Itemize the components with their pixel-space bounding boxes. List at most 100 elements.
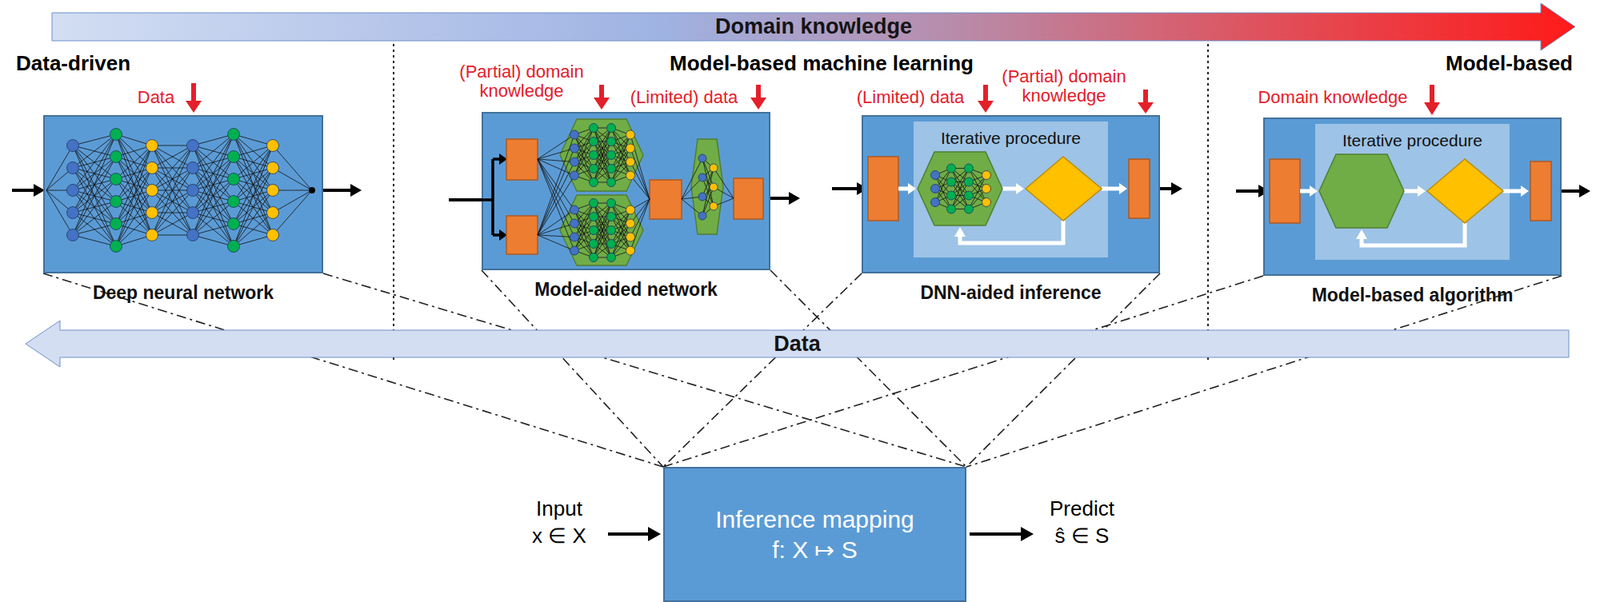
nn-neuron	[228, 173, 240, 186]
nn-neuron	[947, 164, 956, 173]
nn-link	[152, 168, 193, 236]
nn-link	[72, 201, 116, 236]
nn-link	[630, 135, 650, 200]
nn-neuron	[187, 162, 200, 175]
label-slot: (Limited) data	[620, 88, 748, 108]
nn-neuron	[570, 246, 580, 256]
nn-neuron	[964, 204, 974, 214]
flow-arrow	[1579, 184, 1591, 198]
iteration-area	[1315, 124, 1510, 260]
nn-neuron	[626, 157, 636, 167]
flow-arrow	[12, 188, 36, 192]
input-label: (Partial) domain knowledge	[992, 67, 1136, 106]
nn-neuron	[698, 173, 707, 182]
input-arrow-red	[750, 97, 767, 110]
flow-arrow	[1236, 189, 1260, 193]
iteration-box: Iterative procedure	[913, 121, 1108, 258]
nn-neuron	[570, 219, 580, 228]
nn-link	[192, 134, 234, 168]
nn-neuron	[110, 218, 123, 231]
nn-link	[72, 179, 116, 236]
nn-link	[192, 134, 234, 146]
nn-link	[233, 145, 273, 247]
nn-neuron	[110, 151, 123, 164]
nn-neuron	[982, 198, 992, 208]
nn-neuron	[267, 140, 280, 152]
nn-output	[308, 187, 316, 194]
mapping-connector	[663, 273, 862, 468]
label-slot: Data	[128, 88, 184, 108]
white-arrow	[898, 187, 910, 192]
nn-neuron	[267, 229, 280, 242]
model-block	[649, 180, 682, 220]
nn-link	[537, 148, 575, 236]
nn-link	[537, 159, 575, 238]
nn-neuron	[570, 157, 580, 167]
nn-neuron	[931, 184, 940, 194]
mapping-connector	[966, 276, 1562, 468]
nn-link	[537, 210, 575, 236]
label-slot: (Partial) domain knowledge	[441, 62, 602, 101]
nn-neuron	[626, 171, 636, 180]
nn-link	[192, 145, 234, 247]
model-block	[506, 139, 538, 180]
panel-caption: Model-aided network	[534, 279, 718, 301]
nn-neuron	[589, 199, 599, 208]
input-arrow-red	[983, 84, 988, 103]
panel-caption: Model-based algorithm	[1312, 284, 1514, 307]
nn-neuron	[110, 196, 123, 208]
nn-neuron	[607, 164, 616, 174]
nn-neuron	[709, 183, 718, 192]
method-panel: Model-based algorithmIterative procedure	[1263, 117, 1562, 276]
neural-net	[931, 164, 992, 214]
nn-neuron	[110, 240, 123, 253]
nn-neuron	[187, 207, 200, 220]
nn-link	[72, 134, 116, 168]
nn-link	[192, 134, 234, 191]
input-arrow-red	[756, 84, 761, 100]
nn-neuron	[589, 137, 599, 147]
dnn-hexagon	[917, 152, 1003, 226]
flow-arrow	[788, 192, 800, 205]
box-label: Inference mapping f: X ↦ S	[710, 504, 920, 565]
box-title: Iterative procedure	[1342, 131, 1483, 151]
label-slot: Predict ŝ ∈ S	[1044, 496, 1120, 551]
method-panel: Model-aided network	[481, 112, 771, 271]
nn-neuron	[570, 205, 580, 215]
nn-neuron	[626, 130, 636, 140]
label-slot: Data-driven	[16, 51, 176, 76]
nn-link	[116, 134, 152, 236]
nn-neuron	[947, 191, 956, 200]
nn-neuron	[607, 212, 616, 222]
nn-link	[192, 134, 234, 236]
nn-neuron	[228, 240, 240, 253]
model-block	[733, 178, 764, 220]
nn-neuron	[698, 192, 707, 201]
white-arrow	[1356, 229, 1368, 240]
nn-neuron	[67, 184, 80, 197]
band-arrow	[52, 3, 1576, 51]
label-slot: Model-based	[1408, 51, 1573, 76]
nn-link	[152, 168, 193, 236]
input-arrow-red	[1137, 102, 1154, 114]
input-label: Domain knowledge	[1244, 88, 1421, 108]
nn-neuron	[589, 226, 599, 236]
nn-link	[72, 212, 116, 247]
nn-neuron	[187, 229, 200, 242]
nn-link	[537, 135, 575, 236]
white-arrow	[1016, 183, 1024, 195]
nn-neuron	[607, 151, 616, 160]
decision-diamond	[1427, 159, 1504, 224]
nn-link	[192, 235, 234, 247]
nn-link	[537, 135, 575, 160]
nn-link	[233, 190, 273, 247]
white-arrow	[1300, 189, 1312, 194]
input-label: (Limited) data	[620, 88, 748, 108]
input-arrow-red	[185, 100, 202, 113]
nn-neuron	[607, 178, 616, 188]
nn-neuron	[228, 196, 240, 208]
nn-neuron	[964, 164, 974, 173]
nn-neuron	[947, 204, 956, 214]
nn-link	[152, 145, 193, 168]
nn-neuron	[589, 178, 599, 188]
